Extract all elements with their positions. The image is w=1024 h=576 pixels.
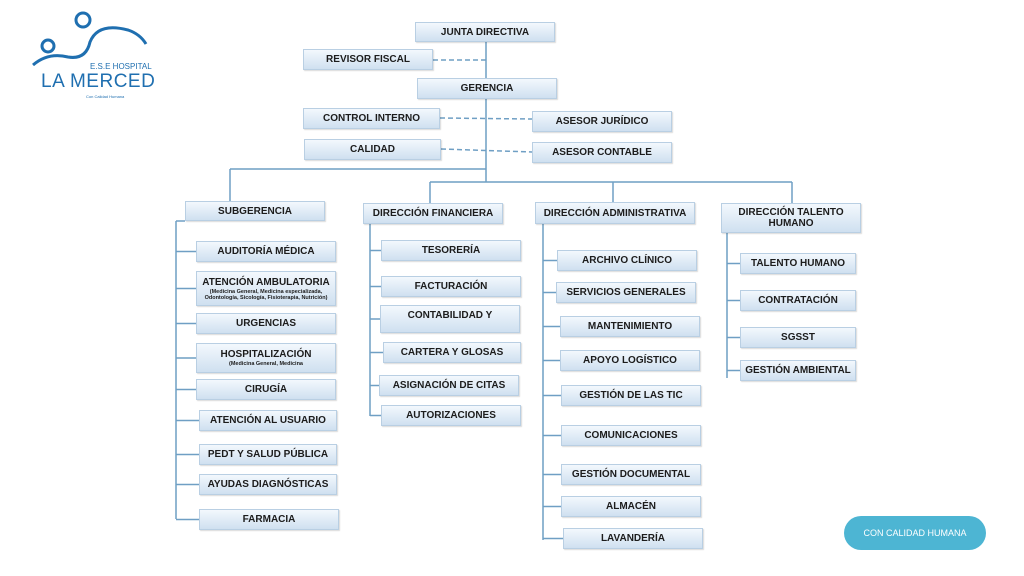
- unit-box[interactable]: URGENCIAS: [196, 313, 336, 334]
- department-head-3-label: DIRECCIÓN TALENTO HUMANO: [738, 207, 844, 229]
- department-head-1-label: DIRECCIÓN FINANCIERA: [372, 208, 494, 219]
- unit-box[interactable]: GESTIÓN DE LAS TIC: [561, 385, 701, 406]
- calidad-box-label: CALIDAD: [350, 144, 395, 155]
- department-head-1[interactable]: DIRECCIÓN FINANCIERA: [363, 203, 503, 224]
- unit-box[interactable]: MANTENIMIENTO: [560, 316, 700, 337]
- unit-box-detail: (Medicina General, Medicina: [229, 361, 303, 367]
- unit-box-label: GESTIÓN AMBIENTAL: [745, 365, 851, 376]
- junta-directiva-box-label: JUNTA DIRECTIVA: [440, 26, 530, 38]
- logo-line1: E.S.E HOSPITAL: [90, 62, 152, 71]
- unit-box[interactable]: AUDITORÍA MÉDICA: [196, 241, 336, 262]
- unit-box-label: AUTORIZACIONES: [406, 410, 496, 421]
- unit-box-label: ATENCIÓN AL USUARIO: [210, 415, 326, 426]
- gerencia-box[interactable]: GERENCIA: [417, 78, 557, 99]
- unit-box[interactable]: AYUDAS DIAGNÓSTICAS: [199, 474, 337, 495]
- logo-line2: LA MERCED: [41, 71, 156, 92]
- unit-box-label: ATENCIÓN AMBULATORIA: [202, 276, 330, 288]
- unit-box-label: FARMACIA: [242, 514, 296, 525]
- department-head-2[interactable]: DIRECCIÓN ADMINISTRATIVA: [535, 202, 695, 224]
- unit-box-label: MANTENIMIENTO: [587, 321, 673, 332]
- unit-box[interactable]: ARCHIVO CLÍNICO: [557, 250, 697, 271]
- unit-box[interactable]: COMUNICACIONES: [561, 425, 701, 446]
- unit-box[interactable]: ASIGNACIÓN DE CITAS: [379, 375, 519, 396]
- unit-box-label: GESTIÓN DE LAS TIC: [579, 390, 683, 401]
- unit-box-label: CONTRATACIÓN: [758, 295, 838, 306]
- asesor-contable-box[interactable]: ASESOR CONTABLE: [532, 142, 672, 163]
- unit-box[interactable]: CONTRATACIÓN: [740, 290, 856, 311]
- con-calidad-humana-button[interactable]: CON CALIDAD HUMANA: [844, 516, 986, 550]
- control-interno-box-label: CONTROL INTERNO: [322, 113, 421, 124]
- department-head-0-label: SUBGERENCIA: [218, 205, 292, 217]
- calidad-box[interactable]: CALIDAD: [304, 139, 441, 160]
- unit-box-detail: (Medicina General, Medicina especializad…: [204, 288, 328, 301]
- unit-box[interactable]: AUTORIZACIONES: [381, 405, 521, 426]
- unit-box[interactable]: ALMACÉN: [561, 496, 701, 517]
- unit-box[interactable]: CONTABILIDAD Y: [380, 305, 520, 333]
- unit-box[interactable]: LAVANDERÍA: [563, 528, 703, 549]
- unit-box-label: FACTURACIÓN: [414, 281, 488, 292]
- unit-box[interactable]: SERVICIOS GENERALES: [556, 282, 696, 303]
- junta-directiva-box[interactable]: JUNTA DIRECTIVA: [415, 22, 555, 42]
- department-head-2-label: DIRECCIÓN ADMINISTRATIVA: [543, 207, 687, 219]
- asesor-contable-box-label: ASESOR CONTABLE: [552, 147, 652, 158]
- unit-box-label: APOYO LOGÍSTICO: [583, 355, 677, 366]
- unit-box[interactable]: HOSPITALIZACIÓN(Medicina General, Medici…: [196, 343, 336, 373]
- unit-box[interactable]: CARTERA Y GLOSAS: [383, 342, 521, 363]
- unit-box-label: ASIGNACIÓN DE CITAS: [392, 380, 506, 391]
- unit-box-label: TESORERÍA: [421, 245, 481, 256]
- unit-box-label: CARTERA Y GLOSAS: [400, 347, 504, 358]
- logo-figures-icon: [32, 11, 148, 67]
- unit-box[interactable]: TALENTO HUMANO: [740, 253, 856, 274]
- unit-box[interactable]: GESTIÓN AMBIENTAL: [740, 360, 856, 381]
- department-head-0[interactable]: SUBGERENCIA: [185, 201, 325, 221]
- department-head-3[interactable]: DIRECCIÓN TALENTO HUMANO: [721, 203, 861, 233]
- unit-box[interactable]: ATENCIÓN AL USUARIO: [199, 410, 337, 431]
- unit-box-label: COMUNICACIONES: [584, 430, 678, 441]
- unit-box-label: ARCHIVO CLÍNICO: [582, 255, 672, 266]
- unit-box[interactable]: PEDT Y SALUD PÚBLICA: [199, 444, 337, 465]
- unit-box-label: SGSST: [781, 332, 815, 343]
- revisor-fiscal-box[interactable]: REVISOR FISCAL: [303, 49, 433, 70]
- unit-box-label: LAVANDERÍA: [600, 533, 666, 544]
- unit-box-label: AYUDAS DIAGNÓSTICAS: [207, 479, 329, 490]
- unit-box[interactable]: SGSST: [740, 327, 856, 348]
- revisor-fiscal-box-label: REVISOR FISCAL: [326, 54, 410, 65]
- unit-box-label: SERVICIOS GENERALES: [566, 287, 686, 298]
- unit-box-label: CIRUGÍA: [244, 384, 288, 395]
- logo-tagline: Con Calidad Humana: [86, 94, 125, 99]
- unit-box[interactable]: TESORERÍA: [381, 240, 521, 261]
- unit-box-label: ALMACÉN: [606, 501, 656, 512]
- unit-box-label: AUDITORÍA MÉDICA: [217, 246, 315, 257]
- unit-box-label: PEDT Y SALUD PÚBLICA: [207, 449, 329, 460]
- asesor-juridico-box-label: ASESOR JURÍDICO: [555, 116, 649, 127]
- unit-box[interactable]: CIRUGÍA: [196, 379, 336, 400]
- unit-box-label: GESTIÓN DOCUMENTAL: [571, 469, 691, 480]
- unit-box[interactable]: FACTURACIÓN: [381, 276, 521, 297]
- asesor-juridico-box[interactable]: ASESOR JURÍDICO: [532, 111, 672, 132]
- unit-box[interactable]: ATENCIÓN AMBULATORIA(Medicina General, M…: [196, 271, 336, 306]
- unit-box[interactable]: FARMACIA: [199, 509, 339, 530]
- unit-box-label: URGENCIAS: [235, 318, 296, 329]
- unit-box[interactable]: APOYO LOGÍSTICO: [560, 350, 700, 371]
- unit-box-label: HOSPITALIZACIÓN: [220, 349, 312, 360]
- hospital-logo: E.S.E HOSPITAL LA MERCED Con Calidad Hum…: [28, 10, 155, 106]
- unit-box[interactable]: GESTIÓN DOCUMENTAL: [561, 464, 701, 485]
- control-interno-box[interactable]: CONTROL INTERNO: [303, 108, 440, 129]
- unit-box-label: TALENTO HUMANO: [750, 258, 846, 269]
- unit-box-label: CONTABILIDAD Y: [407, 310, 493, 321]
- gerencia-box-label: GERENCIA: [460, 83, 514, 94]
